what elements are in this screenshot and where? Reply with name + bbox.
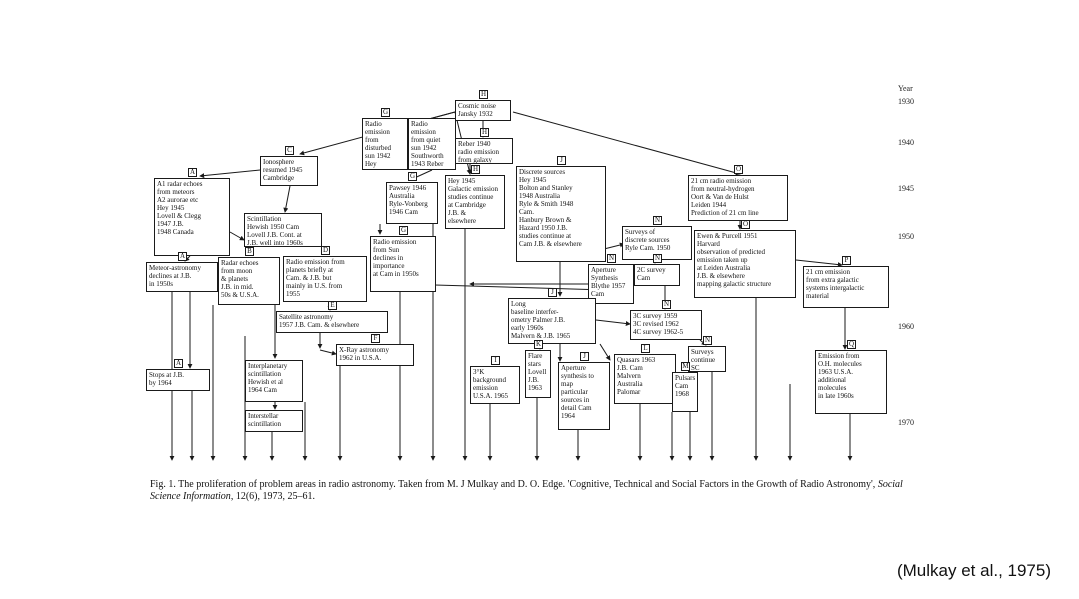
node-tag-ionosphere: C <box>285 146 294 155</box>
node-tag-2c-survey: N <box>653 254 662 263</box>
caption-journal: Social Science Information <box>150 479 903 502</box>
node-tag-21cm-emission-hydrogen: O <box>734 165 743 174</box>
node-3k-background: 3°K background emission U.S.A. 1965 <box>470 366 520 404</box>
node-pawsey-1946: Pawsey 1946 Australia Ryle-Vonberg 1946 … <box>386 182 438 224</box>
node-quasars: Quasars 1963 J.B. Cam Malvern Australia … <box>614 354 676 404</box>
node-scintillation-hewish: Scintillation Hewish 1950 Cam Lovell J.B… <box>244 213 322 247</box>
year-tick: 1960 <box>898 322 914 331</box>
node-pulsars: Pulsars Cam 1968 <box>672 372 698 412</box>
node-radar-echoes-meteors: A1 radar echoes from meteors A2 aurorae … <box>154 178 230 256</box>
node-surveys-continue: Surveys continue SC <box>688 346 726 372</box>
node-radio-emission-quiet-sun: Radio emission from quiet sun 1942 South… <box>408 118 456 170</box>
node-ionosphere: Ionosphere resumed 1945 Cambridge <box>260 156 318 186</box>
node-tag-aperture-synthesis-map: J <box>580 352 589 361</box>
node-tag-flare-stars: K <box>534 340 543 349</box>
node-stops-at-jb: Stops at J.B. by 1964 <box>146 369 210 391</box>
node-interstellar-scintillation: Interstellar scintillation <box>245 410 303 432</box>
node-long-baseline-interferometry: Long baseline interfer- ometry Palmer J.… <box>508 298 596 344</box>
node-2c-survey: 2C survey Cam <box>634 264 680 286</box>
node-tag-radio-emission-sun: G <box>399 226 408 235</box>
flow-arrow <box>229 231 245 241</box>
node-21cm-emission-hydrogen: 21 cm radio emission from neutral-hydrog… <box>688 175 788 221</box>
node-hey-1945: Hey 1945 Galactic emission studies conti… <box>445 175 505 229</box>
node-tag-ewen-purcell: O <box>741 220 750 229</box>
node-meteor-astronomy-declines: Meteor-astronomy declines at J.B. in 195… <box>146 262 218 292</box>
node-oh-molecules: Emission from O.H. molecules 1963 U.S.A.… <box>815 350 887 414</box>
node-radio-emission-disturbed-sun: Radio emission from disturbed sun 1942 H… <box>362 118 408 170</box>
node-tag-quasars: L <box>641 344 650 353</box>
node-3c-surveys: 3C survey 1959 3C revised 1962 4C survey… <box>630 310 702 340</box>
node-tag-radar-echoes-meteors: A <box>188 168 197 177</box>
node-tag-3c-surveys: N <box>662 300 671 309</box>
node-interplanetary-scintillation: Interplanetary scintillation Hewish et a… <box>245 360 303 402</box>
flow-arrow <box>283 185 291 213</box>
node-satellite-astronomy: Satellite astronomy 1957 J.B. Cam. & els… <box>276 311 388 333</box>
year-axis-title: Year <box>898 84 913 93</box>
citation: (Mulkay et al., 1975) <box>896 561 1051 580</box>
node-flare-stars: Flare stars Lovell J.B. 1963 <box>525 350 551 398</box>
node-tag-oh-molecules: Q <box>847 340 856 349</box>
node-ewen-purcell: Ewen & Purcell 1951 Harvard observation … <box>694 230 796 298</box>
year-tick: 1950 <box>898 232 914 241</box>
flow-arrow <box>199 169 261 179</box>
node-tag-3k-background: I <box>491 356 500 365</box>
node-tag-long-baseline-interferometry: J <box>548 288 557 297</box>
node-tag-satellite-astronomy: E <box>328 301 337 310</box>
year-tick: 1940 <box>898 138 914 147</box>
node-tag-stops-at-jb: A <box>174 359 183 368</box>
node-tag-radar-echoes-moon: B <box>245 247 254 256</box>
flow-arrow <box>595 319 631 326</box>
node-x-ray-astronomy: X-Ray astronomy 1962 in U.S.A. <box>336 344 414 366</box>
node-tag-radio-emission-disturbed-sun: G <box>381 108 390 117</box>
node-aperture-synthesis-map: Aperture synthesis to map particular sou… <box>558 362 610 430</box>
node-tag-aperture-synthesis-blythe: N <box>607 254 616 263</box>
node-radio-emission-planets: Radio emission from planets briefly at C… <box>283 256 367 302</box>
node-cosmic-noise: Cosmic noise Jansky 1932 <box>455 100 511 121</box>
node-tag-pulsars: M <box>681 362 690 371</box>
node-tag-cosmic-noise: H <box>479 90 488 99</box>
year-tick: 1970 <box>898 418 914 427</box>
node-21cm-extra-galactic: 21 cm emission from extra galactic syste… <box>803 266 889 308</box>
node-tag-meteor-astronomy-declines: A <box>178 252 187 261</box>
figure-caption: Fig. 1. The proliferation of problem are… <box>150 479 930 503</box>
flow-arrow <box>599 343 611 361</box>
node-tag-x-ray-astronomy: F <box>371 334 380 343</box>
node-tag-reber-1940: H <box>480 128 489 137</box>
node-tag-21cm-extra-galactic: P <box>842 256 851 265</box>
flow-arrow <box>319 349 337 356</box>
caption-reference: , 12(6), 1973, 25–61. <box>230 491 315 502</box>
node-discrete-sources: Discrete sources Hey 1945 Bolton and Sta… <box>516 166 606 262</box>
node-tag-pawsey-1946: G <box>408 172 417 181</box>
node-tag-surveys-discrete-sources: N <box>653 216 662 225</box>
node-radar-echoes-moon: Radar echoes from moon & planets J.B. in… <box>218 257 280 305</box>
node-reber-1940: Reber 1940 radio emission from galaxy <box>455 138 513 164</box>
node-tag-radio-emission-planets: D <box>321 246 330 255</box>
node-radio-emission-sun: Radio emission from Sun declines in impo… <box>370 236 436 292</box>
node-tag-hey-1945: H <box>471 165 480 174</box>
year-tick: 1930 <box>898 97 914 106</box>
flow-arrow <box>512 111 741 176</box>
node-tag-discrete-sources: J <box>557 156 566 165</box>
node-aperture-synthesis-blythe: Aperture Synthesis Blythe 1957 Cam <box>588 264 634 304</box>
caption-text: Fig. 1. The proliferation of problem are… <box>150 479 878 490</box>
flow-arrow <box>795 259 843 268</box>
node-tag-surveys-continue: N <box>703 336 712 345</box>
year-tick: 1945 <box>898 184 914 193</box>
